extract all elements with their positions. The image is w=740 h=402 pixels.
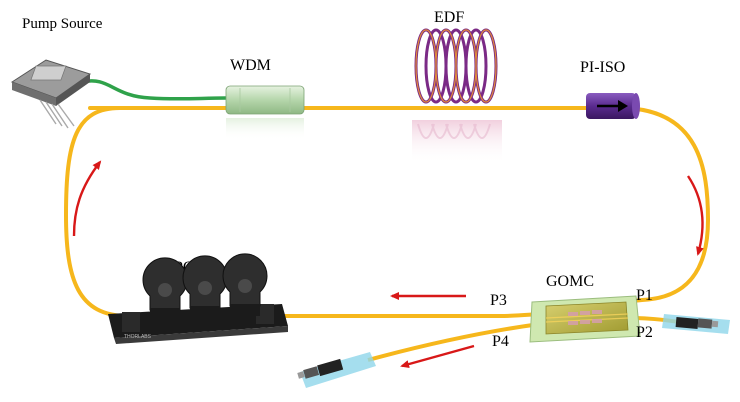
label-p3: P3 [490, 292, 507, 309]
label-edf: EDF [434, 9, 464, 26]
label-pump-source: Pump Source [22, 16, 103, 32]
label-p1: P1 [636, 287, 653, 304]
fiber-connector-icon [662, 314, 730, 334]
label-pi-iso: PI-ISO [580, 59, 625, 76]
label-p2: P2 [636, 324, 653, 341]
fiber-p4-output [367, 322, 541, 362]
label-wdm: WDM [230, 57, 271, 74]
fiber-coil-icon [412, 28, 502, 164]
wdm-coupler-icon [225, 85, 305, 140]
polarization-controller-icon: THORLABS [108, 253, 288, 344]
pump-laser-module-icon [10, 59, 92, 129]
pump-fiber [81, 79, 227, 101]
direction-arrow-icon [400, 344, 475, 368]
svg-text:THORLABS: THORLABS [124, 334, 152, 340]
isolator-icon [586, 93, 640, 119]
label-p4: P4 [492, 333, 509, 350]
gomc-chip-icon [529, 295, 641, 343]
direction-arrow-icon [687, 175, 704, 256]
fiber-connector-icon [297, 352, 376, 388]
direction-arrow-icon [72, 160, 102, 237]
fiber-loop-main [63, 106, 711, 318]
label-gomc: GOMC [546, 273, 594, 290]
